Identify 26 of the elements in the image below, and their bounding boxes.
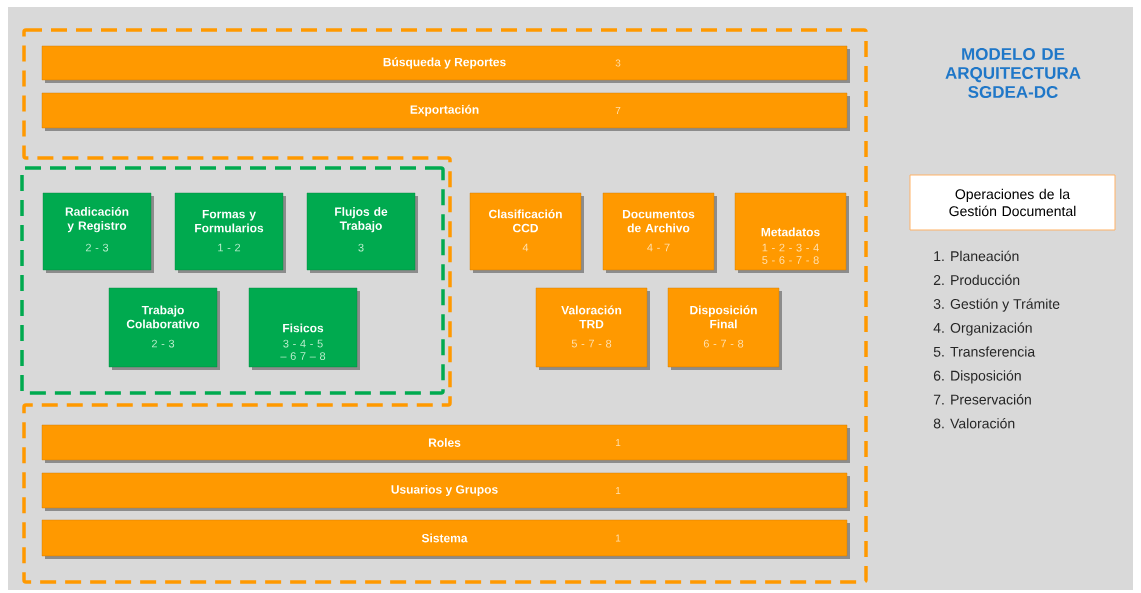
module-box: Documentos de Archivo 4 - 7 bbox=[602, 192, 717, 273]
module-box: Metadatos 1 - 2 - 3 - 4 5 - 6 - 7 - 8 bbox=[734, 192, 849, 273]
module-bar: Usuarios y Grupos 1 bbox=[41, 472, 850, 511]
module-box: Flujos de Trabajo 3 bbox=[306, 192, 418, 273]
list-item: 8. Valoración bbox=[933, 417, 1015, 429]
module-box: Radicación y Registro 2 - 3 bbox=[42, 192, 154, 273]
module-bar: Sistema 1 bbox=[41, 519, 850, 559]
title: MODELO DE ARQUITECTURA SGDEA-DC bbox=[945, 47, 1081, 98]
heading-box: Operaciones de la Gestión Documental bbox=[909, 174, 1116, 231]
list-item: 2. Producción bbox=[933, 274, 1020, 286]
list-item: 1. Planeación bbox=[934, 250, 1019, 262]
module-bar: Roles 1 bbox=[41, 424, 850, 463]
module-box: Clasificación CCD 4 bbox=[469, 192, 584, 273]
module-box: Disposición Final 6 - 7 - 8 bbox=[667, 287, 782, 370]
module-box: Valoración TRD 5 - 7 - 8 bbox=[535, 287, 650, 370]
module-box: Formas y Formularios 1 - 2 bbox=[174, 192, 286, 273]
list-item: 6. Disposición bbox=[933, 370, 1021, 384]
module-bar: Exportación 7 bbox=[41, 92, 850, 131]
dashed-group-frame bbox=[20, 166, 445, 395]
module-box: Fisicos 3 - 4 - 5 – 6 7 – 8 bbox=[248, 287, 360, 370]
module-bar: Búsqueda y Reportes 3 bbox=[41, 45, 850, 83]
module-box: Trabajo Colaborativo 2 - 3 bbox=[108, 287, 220, 370]
list-item: 3. Gestión y Trámite bbox=[933, 298, 1060, 312]
list-item: 5. Transferencia bbox=[933, 346, 1036, 357]
list-item: 7. Preservación bbox=[933, 394, 1031, 405]
list-item: 4. Organización bbox=[933, 322, 1032, 336]
